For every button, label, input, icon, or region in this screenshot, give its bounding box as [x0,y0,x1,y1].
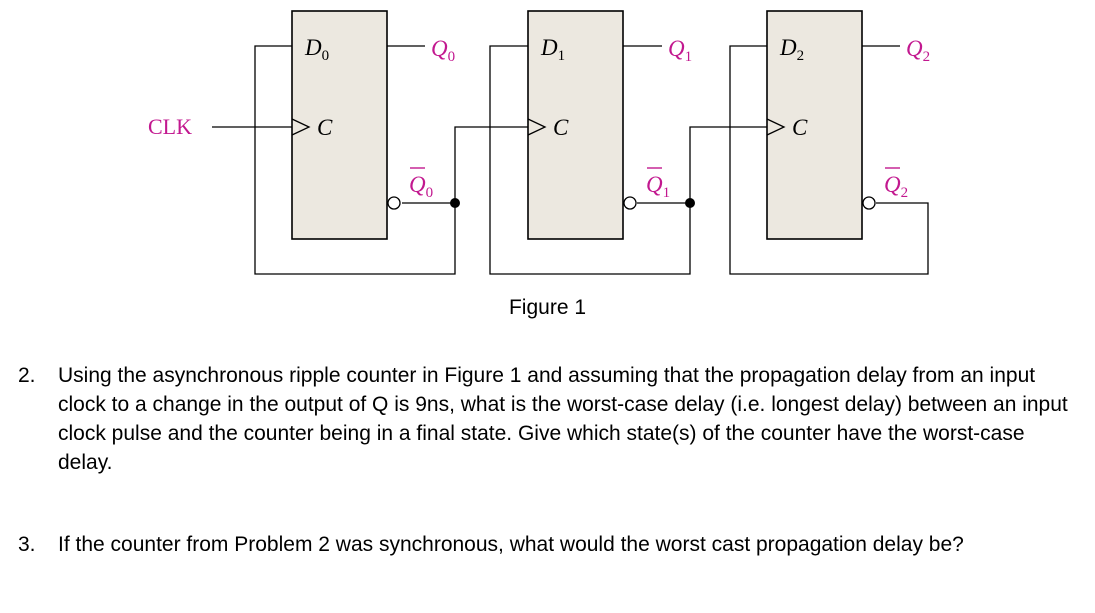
c0-label: C [317,115,333,140]
q1-label: Q1 [668,36,692,65]
clock-triangle-2 [766,118,786,136]
d2-label: D2 [779,35,804,64]
problem-text: Using the asynchronous ripple counter in… [58,364,1068,474]
junction-dot-0 [450,198,460,208]
inversion-bubble-1 [623,196,637,210]
c2-label: C [792,115,808,140]
q0-label: Q0 [431,36,455,65]
problem-3: 3. If the counter from Problem 2 was syn… [18,530,1078,559]
clock-triangle-1 [527,118,547,136]
figure-caption: Figure 1 [508,296,587,319]
inversion-bubble-2 [862,196,876,210]
flipflop-1-box [527,10,624,240]
flipflop-0-box [291,10,388,240]
problem-2: 2. Using the asynchronous ripple counter… [18,361,1078,477]
clock-triangle-0 [291,118,311,136]
qbar1-label: Q1 [646,172,670,201]
flipflop-2-box [766,10,863,240]
problem-number: 3. [18,533,36,556]
clk-label: CLK [148,114,192,139]
inversion-bubble-0 [387,196,401,210]
problem-text: If the counter from Problem 2 was synchr… [58,533,964,556]
problem-number: 2. [18,364,36,387]
q2-label: Q2 [906,36,930,65]
c1-label: C [553,115,569,140]
junction-dot-1 [685,198,695,208]
qbar2-label: Q2 [884,172,908,201]
d1-label: D1 [540,35,565,64]
qbar0-label: Q0 [409,172,433,201]
d0-label: D0 [304,35,329,64]
ripple-counter-diagram: CLK D0 C Q0 Q0 D1 C Q1 Q1 D2 C Q2 Q2 [148,10,930,275]
